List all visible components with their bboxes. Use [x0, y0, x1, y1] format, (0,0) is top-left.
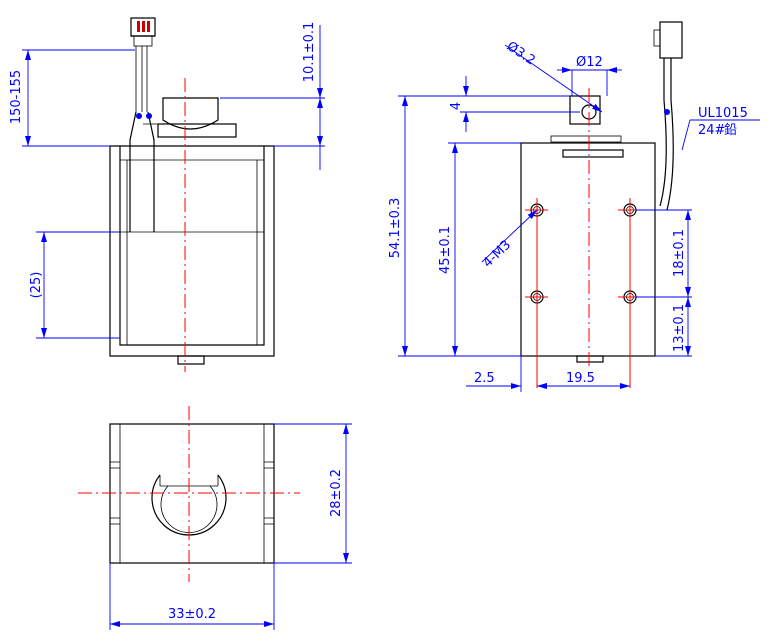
- mounting-holes: [530, 203, 637, 304]
- plunger-ring: [562, 149, 624, 158]
- wire-marker: [136, 113, 142, 119]
- dim-side-offset: 2.5: [474, 371, 495, 386]
- dim-plunger-protrusion: 10.1±0.1: [302, 22, 317, 83]
- wire-marker: [664, 109, 670, 115]
- dim-body-width: 33±0.2: [168, 607, 216, 622]
- side-connector: [659, 21, 683, 59]
- dim-body-depth: 28±0.2: [329, 469, 344, 517]
- dim-top-offset: 4: [449, 102, 464, 110]
- plunger-cap: [162, 97, 219, 130]
- connector-pin: [137, 21, 140, 32]
- dim-hole-bottom-offset: 13±0.1: [672, 304, 687, 352]
- side-view: UL1015 24# 鉛 Ø3.2 Ø12 4 54.1±0.3 45±0.1 …: [388, 21, 760, 392]
- dim-hole-spacing-vertical: 18±0.1: [672, 229, 687, 277]
- wire-gauge-label: 24#: [698, 123, 725, 138]
- top-view: 28±0.2 33±0.2: [78, 406, 352, 630]
- lead-wire: [135, 46, 148, 112]
- connector-pin: [142, 21, 145, 32]
- dim-plunger-diameter: Ø12: [576, 55, 603, 70]
- plunger-flange: [157, 123, 237, 138]
- wire-marker: [146, 113, 152, 119]
- dim-stroke: (25): [29, 272, 44, 299]
- coil-body: [520, 142, 656, 357]
- dim-total-height: 54.1±0.3: [388, 198, 403, 259]
- connector-pin: [147, 21, 150, 32]
- dim-hole-spacing-horizontal: 19.5: [566, 371, 595, 386]
- dim-thread: 4-M3: [480, 238, 514, 271]
- front-view: 150-155 10.1±0.1 (25): [9, 17, 325, 372]
- wire-type-label: UL1015: [698, 106, 748, 121]
- dim-lead-length: 150-155: [9, 70, 24, 124]
- dim-body-height: 45±0.1: [438, 226, 453, 274]
- wire-gauge-suffix: 鉛: [724, 123, 737, 138]
- frame: [109, 146, 275, 357]
